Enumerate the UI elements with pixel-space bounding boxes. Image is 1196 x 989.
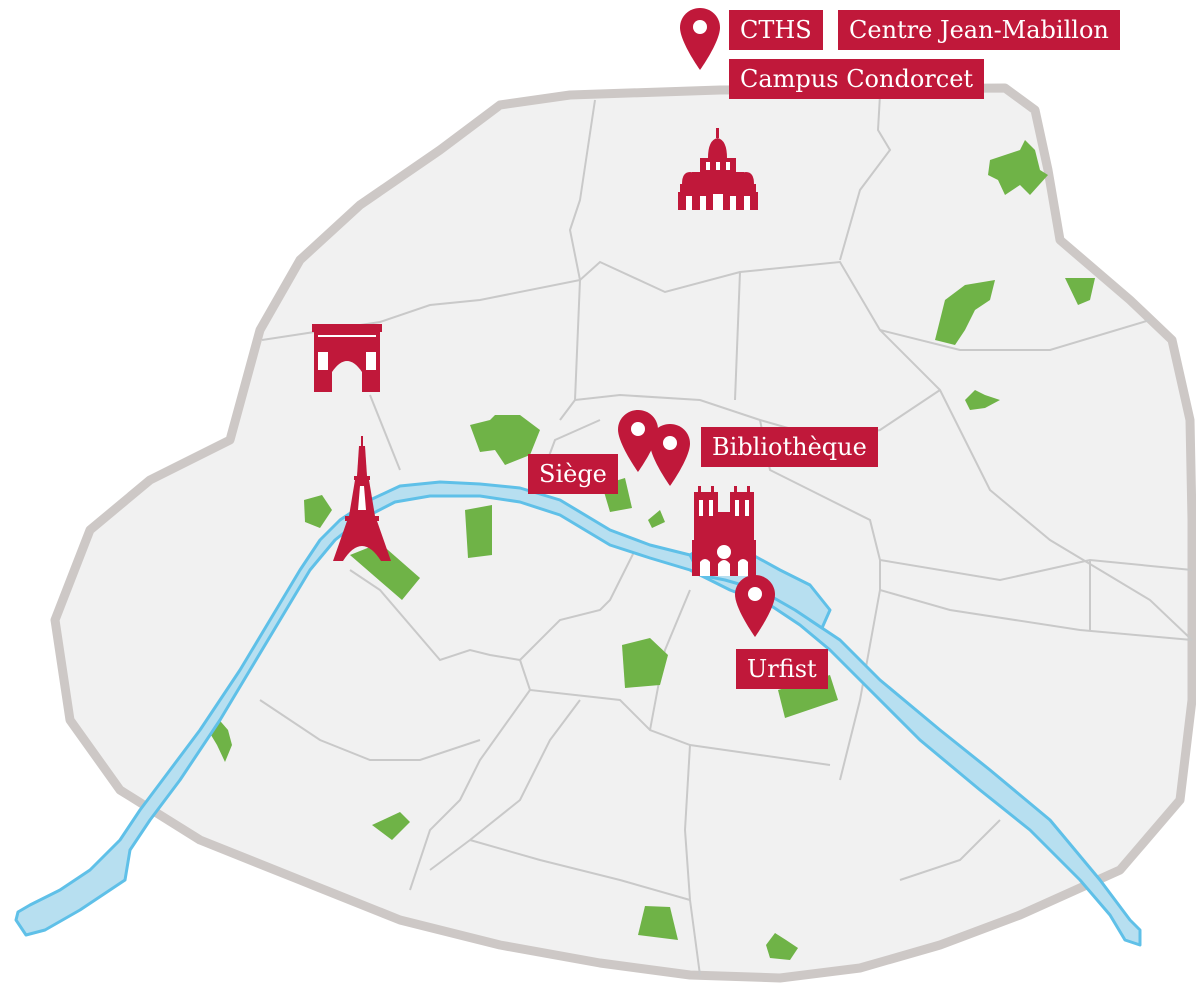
- label-campus-condorcet[interactable]: Campus Condorcet: [729, 59, 985, 99]
- label-cths[interactable]: CTHS: [729, 10, 823, 50]
- sacre-coeur-icon: [678, 128, 758, 210]
- label-siege[interactable]: Siège: [528, 454, 618, 494]
- city-boundary: [50, 83, 1196, 983]
- pin-urfist-icon[interactable]: [735, 575, 775, 637]
- pin-cths-icon[interactable]: [680, 8, 720, 70]
- label-urfist[interactable]: Urfist: [736, 649, 828, 689]
- notre-dame-icon: [692, 486, 756, 576]
- arc-de-triomphe-icon: [312, 324, 382, 392]
- pin-bibliotheque-icon[interactable]: [650, 424, 690, 486]
- label-bibliotheque[interactable]: Bibliothèque: [701, 427, 878, 467]
- eiffel-tower-icon: [333, 436, 391, 561]
- label-centre-jean-mabillon[interactable]: Centre Jean-Mabillon: [838, 10, 1120, 50]
- district-lines: [259, 94, 1193, 976]
- pin-siege-icon[interactable]: [618, 410, 658, 472]
